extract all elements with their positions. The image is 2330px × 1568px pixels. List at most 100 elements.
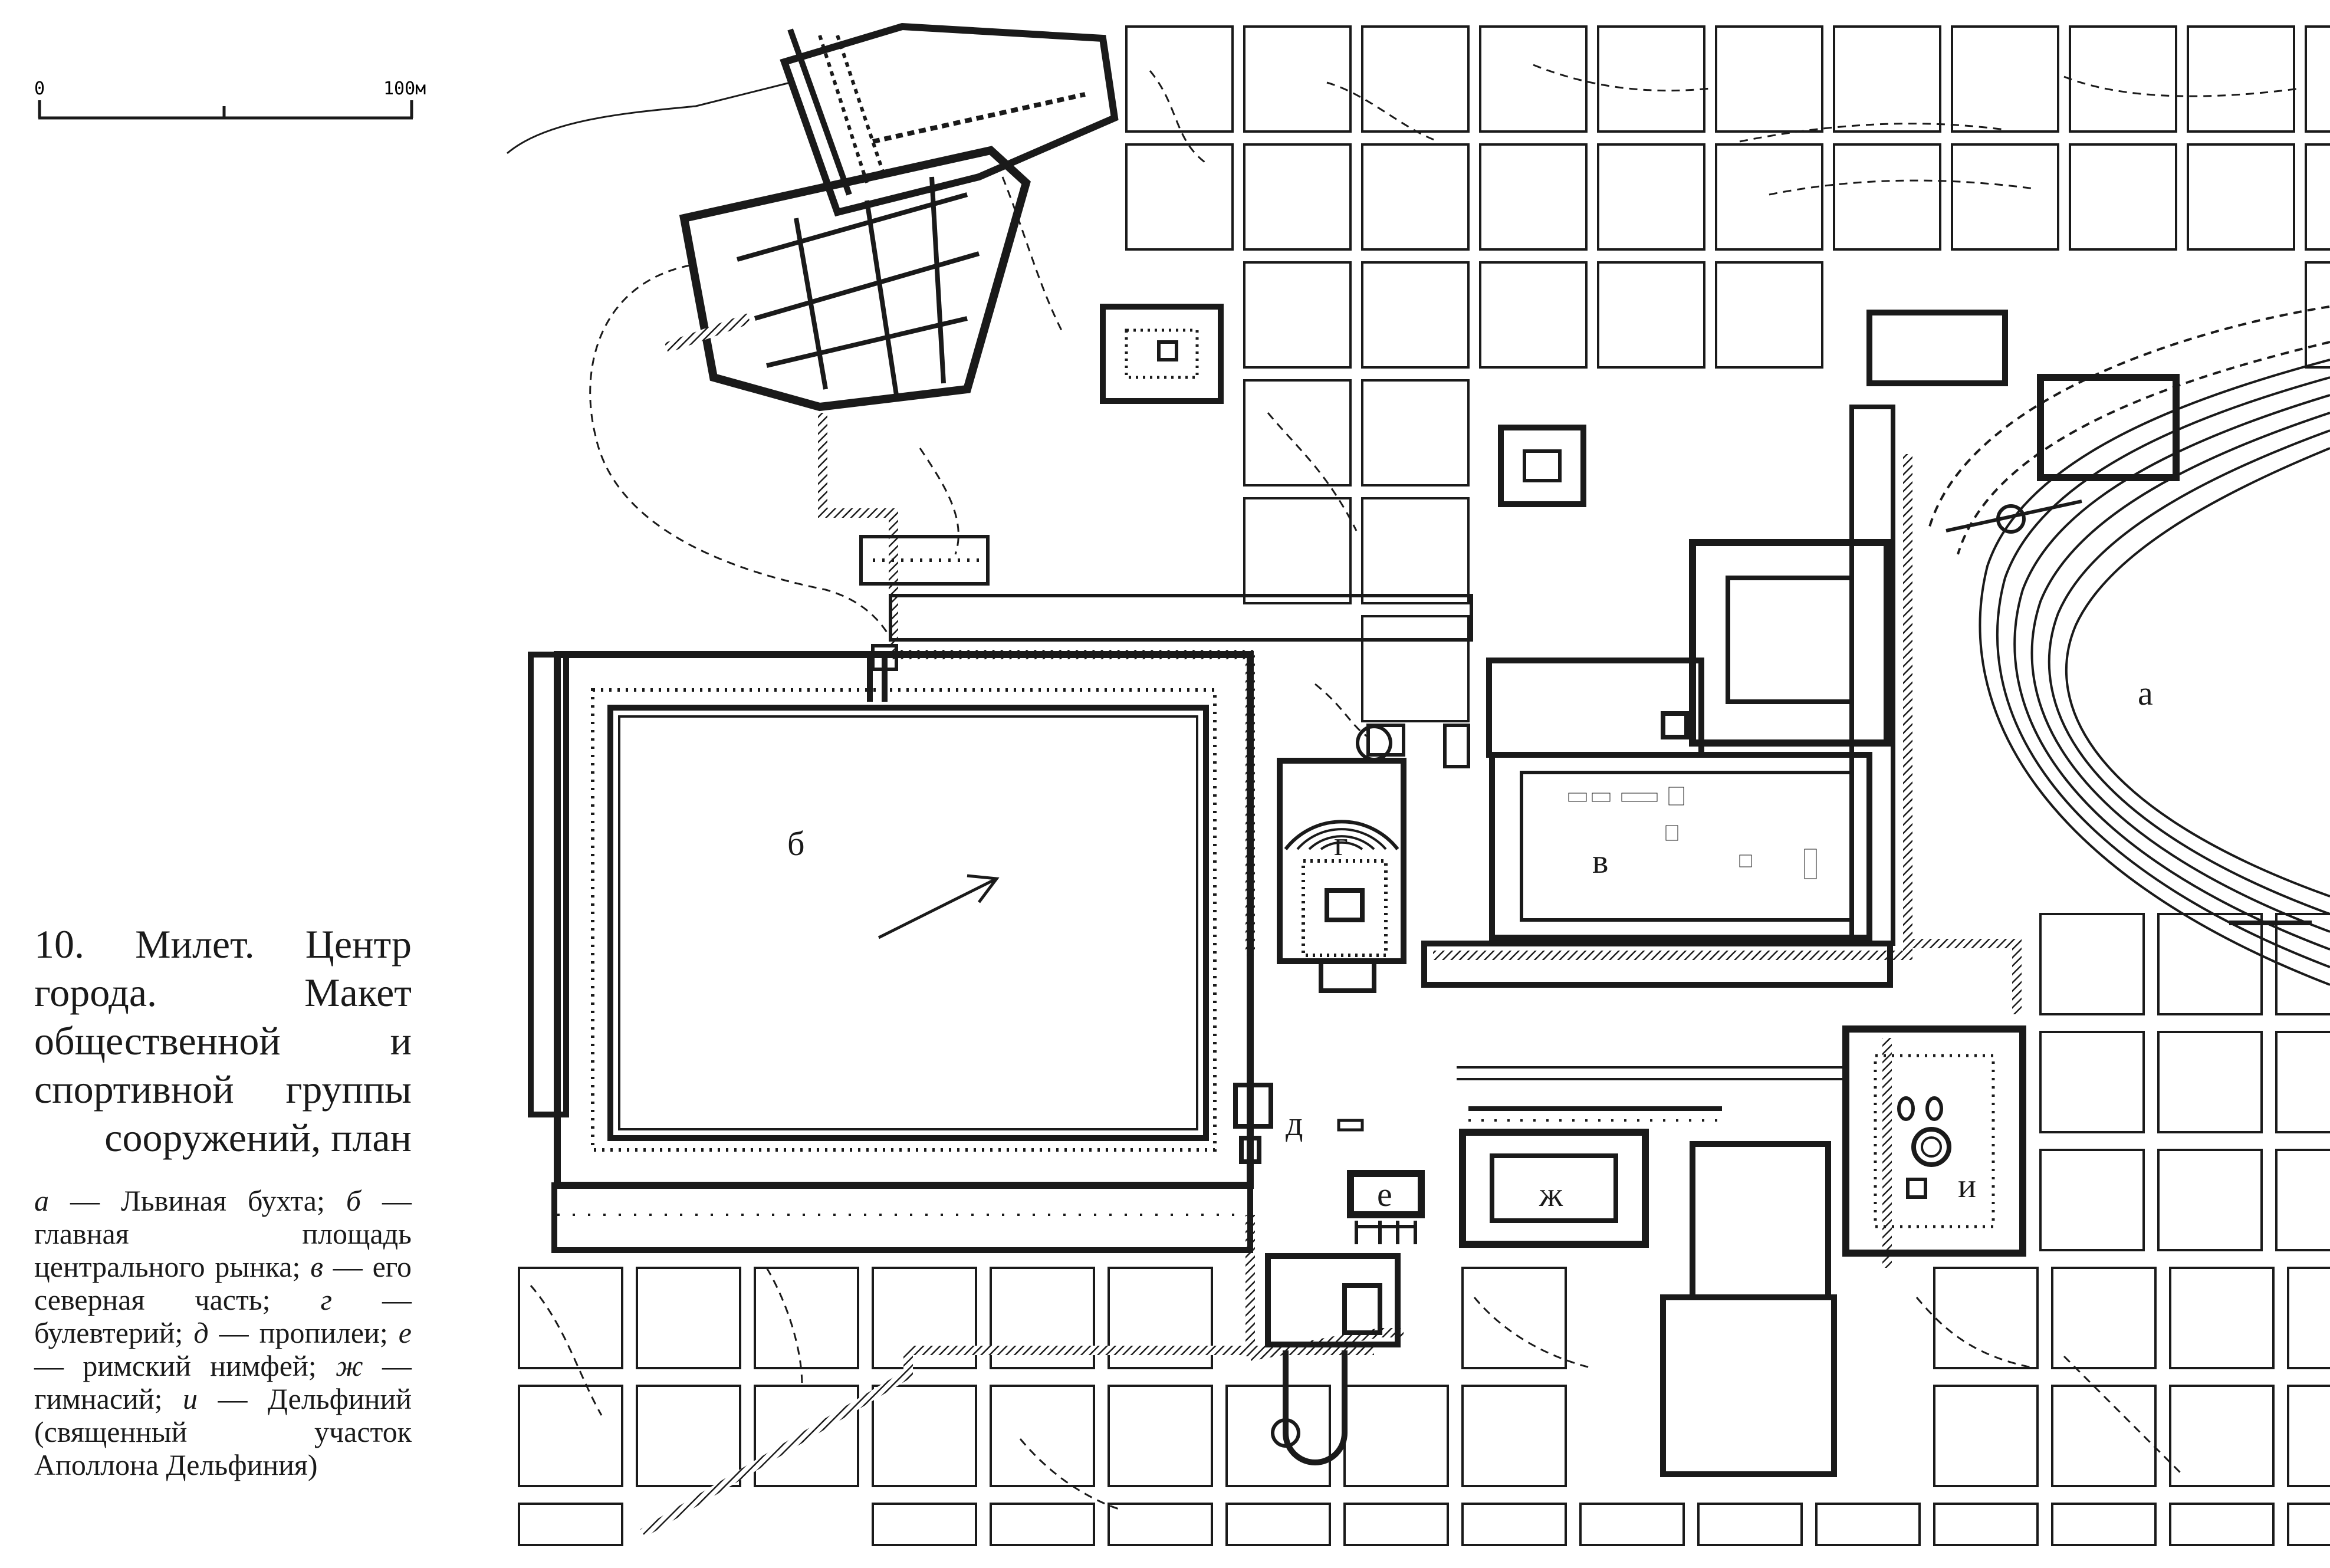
city-block bbox=[1715, 25, 1823, 133]
label-delphinion: и bbox=[1958, 1166, 1976, 1205]
north-east-buildings bbox=[1100, 304, 2312, 925]
city-block bbox=[990, 1385, 1095, 1487]
city-block bbox=[1951, 25, 2059, 133]
city-block bbox=[2169, 1267, 2275, 1369]
city-block bbox=[2287, 1385, 2330, 1487]
scale-bar: 0 100м bbox=[34, 78, 426, 120]
label-south-market: б bbox=[787, 824, 805, 863]
city-block bbox=[1225, 1503, 1331, 1546]
contour-line bbox=[919, 448, 959, 555]
city-block bbox=[2305, 25, 2330, 133]
city-wall bbox=[640, 413, 2022, 1537]
legend-item: г — булевтерий; bbox=[34, 1283, 412, 1349]
city-block bbox=[1125, 143, 1234, 251]
city-block bbox=[1361, 261, 1470, 369]
label-nymphaeum: е bbox=[1377, 1175, 1392, 1214]
city-block bbox=[518, 1503, 623, 1546]
city-block bbox=[754, 1385, 859, 1487]
legend-item: и — Дельфиний (священный участок Аполлон… bbox=[34, 1382, 412, 1481]
city-block bbox=[1833, 25, 1941, 133]
city-block bbox=[2157, 1149, 2263, 1251]
city-block bbox=[518, 1267, 623, 1369]
city-block bbox=[2051, 1267, 2157, 1369]
city-block bbox=[990, 1267, 1095, 1369]
city-block bbox=[636, 1267, 741, 1369]
city-block bbox=[1461, 1503, 1567, 1546]
city-block bbox=[2157, 913, 2263, 1015]
city-block bbox=[1343, 1503, 1449, 1546]
city-block bbox=[2275, 1149, 2330, 1251]
city-block bbox=[2039, 1149, 2145, 1251]
city-block bbox=[872, 1267, 977, 1369]
city-block bbox=[2169, 1385, 2275, 1487]
contour-line bbox=[1267, 412, 1358, 531]
city-block bbox=[1361, 615, 1470, 722]
city-block bbox=[518, 1385, 623, 1487]
contour-line bbox=[1001, 176, 1063, 331]
label-gymnasium: ж bbox=[1539, 1175, 1563, 1214]
contour-line bbox=[1149, 70, 1210, 166]
city-block bbox=[1361, 143, 1470, 251]
legend-item: ж — гимнасий; bbox=[34, 1349, 412, 1415]
contour-line bbox=[1019, 1438, 1121, 1511]
city-block bbox=[1243, 25, 1352, 133]
contour-line bbox=[1769, 179, 2035, 196]
shoreline bbox=[507, 81, 791, 155]
city-block bbox=[1579, 1503, 1685, 1546]
legend-item: в — его северная часть; bbox=[34, 1250, 412, 1316]
contour-line bbox=[1915, 1297, 2035, 1369]
map-labels: а б в г д е ж и bbox=[787, 674, 2153, 1214]
legend-item: б — главная площадь центрального рынка; bbox=[34, 1184, 412, 1283]
city-block bbox=[636, 1385, 741, 1487]
city-block bbox=[1479, 25, 1588, 133]
city-block bbox=[2275, 1031, 2330, 1133]
city-block bbox=[1597, 25, 1705, 133]
city-block bbox=[1108, 1503, 1213, 1546]
city-block bbox=[2287, 1503, 2330, 1546]
city-block bbox=[2287, 1267, 2330, 1369]
city-block bbox=[1125, 25, 1234, 133]
city-block bbox=[1461, 1267, 1567, 1369]
city-block bbox=[1343, 1385, 1449, 1487]
contour-line bbox=[1473, 1297, 1593, 1369]
contour-line bbox=[765, 1267, 803, 1386]
city-block bbox=[2187, 143, 2295, 251]
city-block bbox=[1715, 143, 1823, 251]
street-grid-south bbox=[518, 1267, 2330, 1546]
city-block bbox=[1597, 261, 1705, 369]
harbour-building-complex bbox=[664, 22, 1119, 412]
city-block bbox=[1933, 1503, 2039, 1546]
contour-line bbox=[2063, 1355, 2183, 1475]
city-block bbox=[2039, 913, 2145, 1015]
contour-line bbox=[1326, 81, 1440, 143]
legend-item: е — римский нимфей; bbox=[34, 1316, 412, 1382]
legend-item: д — пропилеи; bbox=[193, 1316, 388, 1349]
city-block bbox=[2169, 1503, 2275, 1546]
city-block bbox=[2157, 1031, 2263, 1133]
north-stoa-strip bbox=[859, 535, 1473, 671]
city-block bbox=[1361, 497, 1470, 604]
city-block bbox=[2051, 1503, 2157, 1546]
city-block bbox=[1108, 1385, 1213, 1487]
figure-title: Милет. Центр города. Макет общественной … bbox=[34, 922, 412, 1160]
delphinion bbox=[1842, 1025, 2026, 1257]
city-block bbox=[2305, 261, 2330, 369]
city-block bbox=[1108, 1267, 1213, 1369]
lion-bay bbox=[1927, 305, 2330, 986]
label-bouleuterion: г bbox=[1334, 824, 1348, 863]
coast-dashed-line bbox=[589, 264, 898, 649]
city-block bbox=[1479, 143, 1588, 251]
terrain-contours bbox=[530, 64, 2301, 1511]
city-block bbox=[1361, 25, 1470, 133]
city-block bbox=[2187, 25, 2295, 133]
caption-legend: а — Львиная бухта; б — главная площадь ц… bbox=[34, 1184, 412, 1481]
label-lion-bay: а bbox=[2138, 674, 2153, 712]
city-block bbox=[2051, 1385, 2157, 1487]
city-block bbox=[990, 1503, 1095, 1546]
city-block bbox=[1815, 1503, 1921, 1546]
city-block bbox=[1715, 261, 1823, 369]
contour-line bbox=[1739, 123, 2006, 143]
city-block bbox=[1243, 497, 1352, 604]
scale-start-label: 0 bbox=[34, 78, 45, 99]
